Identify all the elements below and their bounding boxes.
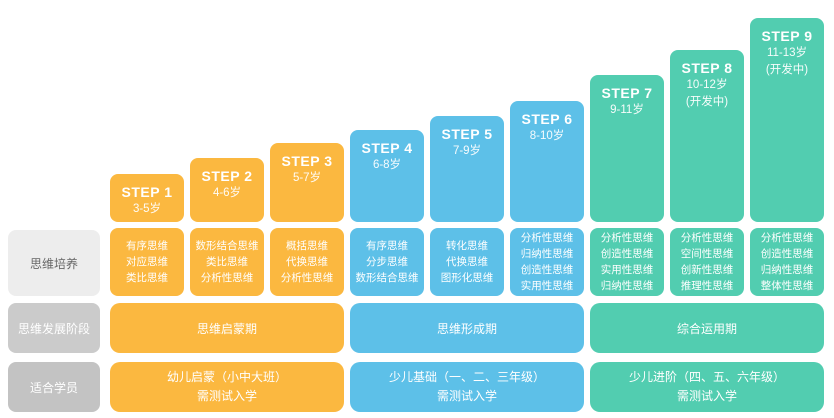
step-age: 3-5岁 — [132, 203, 162, 215]
row-label-text: 思维发展阶段 — [17, 321, 90, 336]
skill-item: 推理性思维 — [680, 280, 734, 292]
student-line2: 需测试入学 — [196, 389, 257, 403]
step-title: STEP 3 — [281, 153, 333, 169]
student-line1: 少儿进阶（四、五、六年级） — [628, 370, 785, 384]
skill-item: 类比思维 — [126, 272, 168, 284]
skill-item: 对应思维 — [126, 256, 168, 268]
skill-item: 创造性思维 — [520, 264, 574, 276]
skill-item: 代换思维 — [286, 256, 328, 268]
row-label-suitable-students: 适合学员 — [8, 362, 100, 412]
stage-label: 思维形成期 — [436, 321, 497, 336]
skill-box-6: 分析性思维 归纳性思维 创造性思维 实用性思维 — [510, 228, 584, 296]
student-line1: 少儿基础（一、二、三年级） — [388, 370, 545, 384]
step-column-7: STEP 7 9-11岁 — [590, 75, 664, 222]
skill-item: 类比思维 — [206, 256, 248, 268]
skill-item: 分析性思维 — [200, 272, 254, 284]
stage-label: 思维启蒙期 — [196, 321, 257, 336]
step-age: 6-8岁 — [372, 159, 402, 171]
skill-item: 数形结合思维 — [355, 272, 419, 284]
skill-item: 分析性思维 — [280, 272, 334, 284]
step-title: STEP 9 — [761, 28, 813, 44]
step-column-6: STEP 6 8-10岁 — [510, 101, 584, 222]
skill-item: 分析性思维 — [520, 232, 574, 244]
student-line2: 需测试入学 — [436, 389, 497, 403]
skill-box-5: 转化思维 代换思维 图形化思维 — [430, 228, 504, 296]
skill-item: 代换思维 — [446, 256, 488, 268]
step-age: 4-6岁 — [212, 187, 242, 199]
skill-item: 整体性思维 — [760, 280, 814, 292]
student-line1: 幼儿启蒙（小中大班） — [166, 370, 287, 384]
skill-item: 有序思维 — [366, 240, 408, 252]
skill-item: 空间性思维 — [680, 248, 734, 260]
step-title: STEP 7 — [601, 85, 653, 101]
skill-item: 数形结合思维 — [195, 240, 259, 252]
skill-box-1: 有序思维 对应思维 类比思维 — [110, 228, 184, 296]
skill-item: 图形化思维 — [440, 272, 494, 284]
row-label-development-stage: 思维发展阶段 — [8, 303, 100, 353]
step-column-1: STEP 1 3-5岁 — [110, 174, 184, 222]
row-label-thinking-cultivation: 思维培养 — [8, 230, 100, 296]
step-column-2: STEP 2 4-6岁 — [190, 158, 264, 222]
step-title: STEP 6 — [521, 111, 573, 127]
step-age: 9-11岁 — [610, 104, 644, 116]
skill-item: 概括思维 — [286, 240, 328, 252]
stage-band-application: 综合运用期 — [590, 303, 824, 353]
step-age: 10-12岁 — [686, 79, 728, 91]
stage-band-formation: 思维形成期 — [350, 303, 584, 353]
skill-item: 实用性思维 — [600, 264, 654, 276]
step-title: STEP 4 — [361, 140, 413, 156]
step-column-9: STEP 9 11-13岁 (开发中) — [750, 18, 824, 222]
student-band-elementary-basic: 少儿基础（一、二、三年级） 需测试入学 — [350, 362, 584, 412]
step-age: 5-7岁 — [292, 172, 322, 184]
skill-item: 实用性思维 — [520, 280, 574, 292]
skill-item: 创新性思维 — [680, 264, 734, 276]
step-age: 7-9岁 — [452, 145, 482, 157]
skill-item: 分析性思维 — [600, 232, 654, 244]
student-line2: 需测试入学 — [676, 389, 737, 403]
skill-box-2: 数形结合思维 类比思维 分析性思维 — [190, 228, 264, 296]
skill-item: 分析性思维 — [680, 232, 734, 244]
skill-box-4: 有序思维 分步思维 数形结合思维 — [350, 228, 424, 296]
step-title: STEP 2 — [201, 168, 253, 184]
step-note: (开发中) — [765, 64, 809, 76]
step-note: (开发中) — [685, 96, 729, 108]
step-title: STEP 1 — [121, 184, 173, 200]
skill-item: 归纳性思维 — [760, 264, 814, 276]
skill-item: 有序思维 — [126, 240, 168, 252]
skill-item: 分析性思维 — [760, 232, 814, 244]
step-title: STEP 8 — [681, 60, 733, 76]
skill-item: 创造性思维 — [760, 248, 814, 260]
step-age: 11-13岁 — [766, 47, 808, 59]
skill-item: 归纳性思维 — [600, 280, 654, 292]
step-column-4: STEP 4 6-8岁 — [350, 130, 424, 222]
skill-box-8: 分析性思维 空间性思维 创新性思维 推理性思维 — [670, 228, 744, 296]
skill-item: 转化思维 — [446, 240, 488, 252]
step-age: 8-10岁 — [529, 130, 565, 142]
skill-box-7: 分析性思维 创造性思维 实用性思维 归纳性思维 — [590, 228, 664, 296]
stage-band-enlightenment: 思维启蒙期 — [110, 303, 344, 353]
step-title: STEP 5 — [441, 126, 493, 142]
row-label-text: 适合学员 — [29, 380, 78, 395]
step-column-5: STEP 5 7-9岁 — [430, 116, 504, 222]
step-column-8: STEP 8 10-12岁 (开发中) — [670, 50, 744, 222]
student-band-kindergarten: 幼儿启蒙（小中大班） 需测试入学 — [110, 362, 344, 412]
stage-label: 综合运用期 — [676, 321, 737, 336]
skill-item: 归纳性思维 — [520, 248, 574, 260]
skill-box-9: 分析性思维 创造性思维 归纳性思维 整体性思维 — [750, 228, 824, 296]
student-band-elementary-advanced: 少儿进阶（四、五、六年级） 需测试入学 — [590, 362, 824, 412]
row-label-text: 思维培养 — [29, 256, 78, 271]
skill-box-3: 概括思维 代换思维 分析性思维 — [270, 228, 344, 296]
skill-item: 分步思维 — [366, 256, 408, 268]
step-column-3: STEP 3 5-7岁 — [270, 143, 344, 222]
skill-item: 创造性思维 — [600, 248, 654, 260]
